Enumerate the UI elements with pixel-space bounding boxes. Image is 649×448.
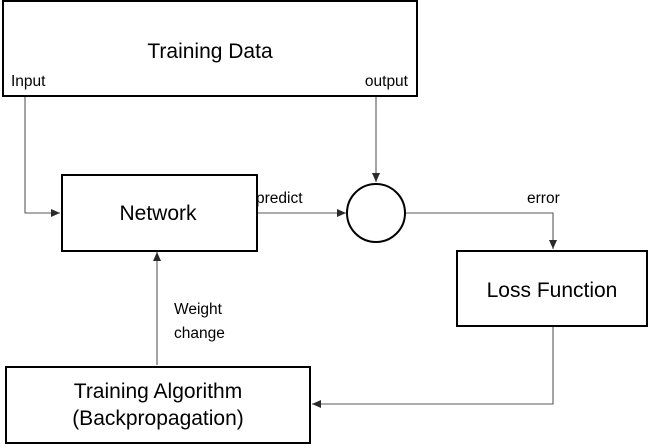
- loss-function-box: [456, 250, 648, 327]
- loss-to-algorithm-connector: [312, 327, 554, 408]
- training-algorithm-label-line2: (Backpropagation): [72, 407, 244, 430]
- loss-function-label: Loss Function: [487, 279, 618, 302]
- training-algorithm-box: [5, 366, 311, 444]
- training-data-box: [2, 0, 418, 97]
- input-connector: [24, 97, 60, 217]
- comparator-circle: [346, 183, 406, 243]
- training-algorithm-label-line1: Training Algorithm: [74, 380, 242, 403]
- training-data-label: Training Data: [147, 40, 273, 63]
- input-label: Input: [11, 73, 46, 90]
- weight-change-label-line1: Weight: [174, 301, 223, 318]
- network-box: [61, 174, 258, 252]
- predict-label: predict: [256, 190, 303, 207]
- weight-change-label-line2: change: [174, 325, 225, 342]
- network-label: Network: [119, 202, 197, 225]
- output-label: output: [365, 73, 409, 90]
- error-connector: [406, 212, 557, 249]
- error-label: error: [527, 190, 560, 207]
